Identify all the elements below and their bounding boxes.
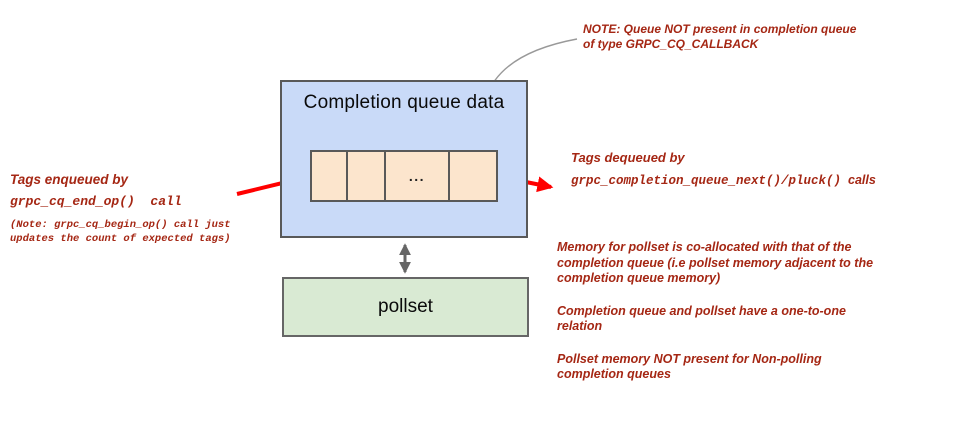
enqueue-code-suffix: call (134, 194, 182, 209)
pollset-notes: Memory for pollset is co-allocated with … (557, 240, 907, 400)
dequeue-code-suffix: calls (841, 173, 876, 187)
note-callback-queue: NOTE: Queue NOT present in completion qu… (583, 22, 913, 52)
enqueue-code: grpc_cq_end_op() (10, 194, 135, 209)
queue-cell (448, 150, 498, 202)
queue-cell (346, 150, 386, 202)
enqueue-label-line1: Tags enqueued by (10, 172, 129, 187)
tag-queue: ... (310, 150, 498, 202)
note-memory-coallocated: Memory for pollset is co-allocated with … (557, 240, 874, 285)
note-callback-bold: NOTE: (583, 22, 621, 36)
dequeue-code: grpc_completion_queue_next()/pluck() (571, 174, 842, 188)
queue-cell-ellipsis: ... (384, 150, 450, 202)
dequeue-label-line1: Tags dequeued by (571, 150, 685, 165)
pollset-label: pollset (378, 296, 433, 317)
dequeue-label-line2: grpc_completion_queue_next()/pluck() cal… (571, 172, 876, 189)
enqueue-label: Tags enqueued by grpc_cq_end_op() call (10, 171, 182, 210)
dequeue-label: Tags dequeued by grpc_completion_queue_n… (571, 150, 876, 189)
note-non-polling: Pollset memory NOT present for Non-polli… (557, 351, 822, 382)
queue-ellipsis: ... (408, 168, 426, 184)
enqueue-note: (Note: grpc_cq_begin_op() call just upda… (10, 219, 231, 245)
note-callback-text: Queue NOT present in completion queue of… (583, 22, 857, 51)
pollset-box: pollset (282, 277, 529, 337)
completion-queue-title: Completion queue data (303, 92, 505, 113)
note-one-to-one: Completion queue and pollset have a one-… (557, 303, 846, 334)
queue-cell (310, 150, 348, 202)
enqueue-label-line2: grpc_cq_end_op() call (10, 192, 182, 210)
